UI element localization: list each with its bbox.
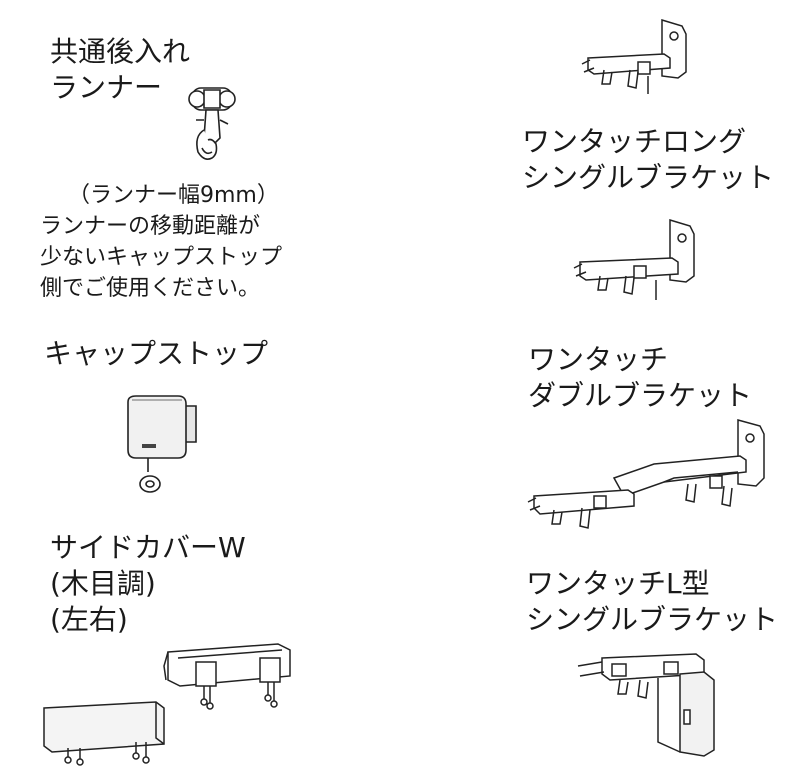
runner-note-line-1: （ランナー幅9mm） <box>68 183 279 208</box>
double-bracket-icon <box>524 416 780 534</box>
long-single-bracket-title: ワンタッチロング シングルブラケット <box>522 124 774 196</box>
side-cover-title-line-3: (左右) <box>50 603 128 636</box>
l-bracket-title-line-1: ワンタッチL型 <box>526 567 710 600</box>
double-bracket-title: ワンタッチ ダブルブラケット <box>528 342 752 414</box>
l-bracket-title-line-2: シングルブラケット <box>526 603 779 636</box>
runner-note-line-3: 少ないキャップストップ <box>40 245 283 270</box>
runner-title: 共通後入れ ランナー <box>50 34 190 106</box>
side-cover-title: サイドカバーW (木目調) (左右) <box>50 530 246 638</box>
long-single-bracket-title-line-2: シングルブラケット <box>522 161 775 194</box>
side-cover-title-line-2: (木目調) <box>50 567 156 600</box>
l-bracket-title: ワンタッチL型 シングルブラケット <box>526 566 778 638</box>
double-bracket-title-line-1: ワンタッチ <box>528 343 669 376</box>
side-cover-title-line-1: サイドカバーW <box>50 531 246 564</box>
cap-stop-title: キャップストップ <box>44 337 269 370</box>
cap-stop-icon <box>122 392 204 502</box>
long-single-bracket-title-line-1: ワンタッチロング <box>522 125 747 158</box>
runner-note-line-2: ランナーの移動距離が <box>40 214 261 239</box>
l-bracket-icon <box>572 650 722 762</box>
runner-icon <box>182 80 242 170</box>
runner-title-line-2: ランナー <box>50 71 163 104</box>
runner-title-line-1: 共通後入れ <box>50 35 191 68</box>
runner-note-line-4: 側でご使用ください。 <box>40 276 261 301</box>
runner-note: （ランナー幅9mm） ランナーの移動距離が 少ないキャップストップ 側でご使用く… <box>40 180 282 304</box>
bracket-icon-2 <box>570 216 700 306</box>
side-cover-icon <box>38 636 298 776</box>
bracket-icon <box>578 14 698 104</box>
double-bracket-title-line-2: ダブルブラケット <box>528 379 753 412</box>
